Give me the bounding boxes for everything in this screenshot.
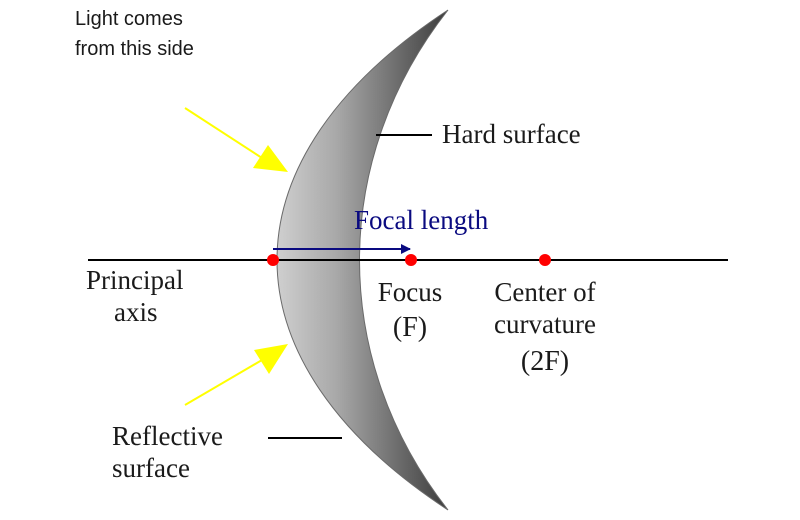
reflective-label-line-1: Reflective <box>112 421 223 451</box>
focus-point <box>405 254 417 266</box>
reflective-surface-label: Reflective surface <box>112 420 223 484</box>
focus-symbol: (F) <box>392 312 428 343</box>
focus-label: Focus (F) <box>360 276 460 344</box>
pole-point <box>267 254 279 266</box>
light-direction-label: Light comes from this side <box>75 4 194 64</box>
incoming-light-arrow-top <box>184 107 288 172</box>
light-label-line-2: from this side <box>75 38 194 60</box>
principal-axis-line-1: Principal <box>86 265 184 295</box>
principal-axis-line-2: axis <box>114 297 158 327</box>
center-label-line-2: curvature <box>494 309 596 339</box>
focus-word: Focus <box>377 277 443 307</box>
center-label-line-1: Center of <box>494 277 596 307</box>
focal-length-label: Focal length <box>354 205 489 235</box>
center-of-curvature-point <box>539 254 551 266</box>
concave-mirror <box>276 9 449 511</box>
incoming-light-arrow-bottom <box>184 344 288 406</box>
principal-axis-label: Principal axis <box>86 264 183 328</box>
reflective-label-line-2: surface <box>112 453 190 483</box>
center-of-curvature-label: Center of curvature (2F) <box>470 276 620 378</box>
hard-surface-label: Hard surface <box>442 119 581 149</box>
light-label-line-1: Light comes <box>75 8 183 30</box>
center-symbol: (2F) <box>520 346 570 377</box>
